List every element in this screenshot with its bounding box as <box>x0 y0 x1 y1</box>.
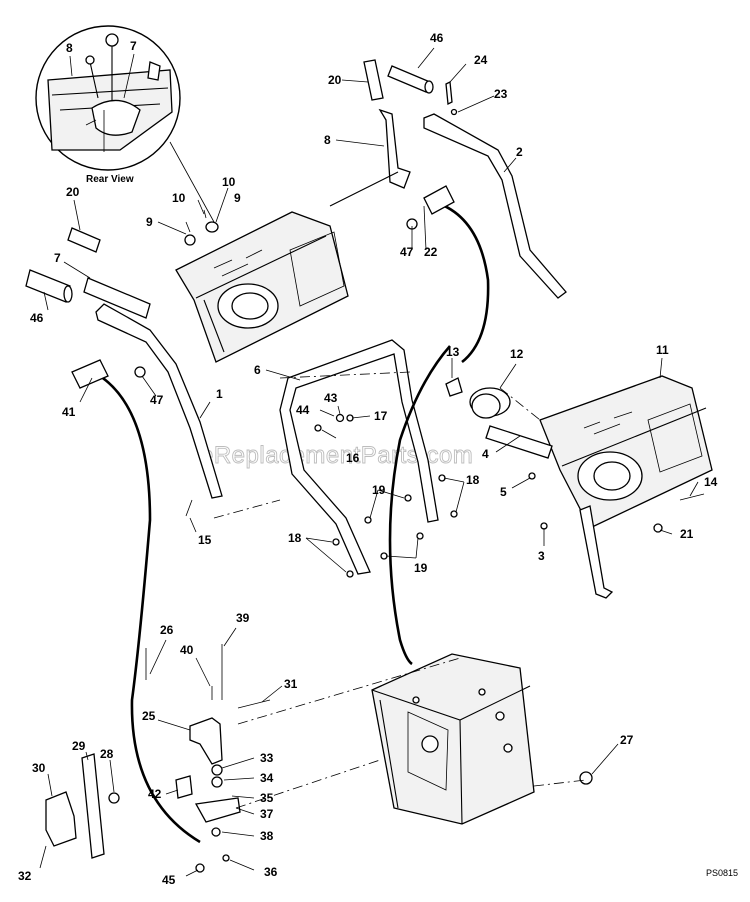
figure-code: PS0815 <box>706 868 738 878</box>
callout-8-inset: 8 <box>66 41 73 55</box>
callout-45: 45 <box>162 873 176 887</box>
callout-6: 6 <box>254 363 261 377</box>
callout-22: 22 <box>424 245 438 259</box>
callout-2: 2 <box>516 145 523 159</box>
callout-26: 26 <box>160 623 174 637</box>
callout-37: 37 <box>260 807 274 821</box>
callout-25: 25 <box>142 709 156 723</box>
callout-18-left: 18 <box>288 531 302 545</box>
callout-17: 17 <box>374 409 388 423</box>
callout-21: 21 <box>680 527 694 541</box>
callout-46-top: 46 <box>430 31 444 45</box>
main-handle <box>279 339 439 575</box>
callout-10-left: 10 <box>172 191 186 205</box>
lower-handle-right <box>579 505 614 599</box>
shift-bracket <box>329 108 411 207</box>
callout-11: 11 <box>656 343 669 357</box>
callout-46-left: 46 <box>30 311 44 325</box>
callout-35: 35 <box>260 791 274 805</box>
callout-8: 8 <box>324 133 331 147</box>
callout-30: 30 <box>32 761 46 775</box>
callout-12: 12 <box>510 347 524 361</box>
upper-handle-right <box>423 113 567 299</box>
linkage-parts <box>45 644 593 873</box>
callout-19-left: 19 <box>414 561 428 575</box>
callout-20-left: 20 <box>66 185 80 199</box>
callout-41: 41 <box>62 405 76 419</box>
callout-28: 28 <box>100 747 114 761</box>
callout-40: 40 <box>180 643 194 657</box>
callout-18-right: 18 <box>466 473 480 487</box>
callout-3: 3 <box>538 549 545 563</box>
assembly-leader-lines <box>213 371 587 809</box>
callout-27: 27 <box>620 733 634 747</box>
callout-44: 44 <box>296 403 310 417</box>
callout-13: 13 <box>446 345 460 359</box>
callout-4: 4 <box>482 447 489 461</box>
callout-33: 33 <box>260 751 274 765</box>
dash-panel-upper <box>175 211 349 363</box>
callout-9-right: 9 <box>234 191 241 205</box>
callout-39: 39 <box>236 611 250 625</box>
callout-labels: 20 46 24 23 8 2 20 10 10 9 9 7 47 22 46 … <box>18 31 718 887</box>
callout-19-right: 19 <box>372 483 386 497</box>
callout-36: 36 <box>264 865 278 879</box>
callout-7: 7 <box>54 251 61 265</box>
callout-10-right: 10 <box>222 175 236 189</box>
callout-15: 15 <box>198 533 212 547</box>
hardware-bolts <box>185 413 705 578</box>
watermark: eReplacementParts.com <box>200 442 473 469</box>
callout-47-right: 47 <box>400 245 414 259</box>
control-cables <box>71 185 490 844</box>
callout-31: 31 <box>284 677 298 691</box>
callout-23: 23 <box>494 87 508 101</box>
callout-7-inset: 7 <box>130 39 137 53</box>
callout-14: 14 <box>704 475 718 489</box>
callout-43: 43 <box>324 391 338 405</box>
callout-24: 24 <box>474 53 488 67</box>
callout-16: 16 <box>346 451 360 465</box>
inset-caption: Rear View <box>86 174 134 185</box>
callout-29: 29 <box>72 739 86 753</box>
callout-38: 38 <box>260 829 274 843</box>
grip-parts-upper <box>363 59 458 116</box>
callout-20-top: 20 <box>328 73 342 87</box>
callout-5: 5 <box>500 485 507 499</box>
headlight <box>445 377 511 419</box>
lower-handle-left <box>95 303 223 499</box>
callout-9-left: 9 <box>146 215 153 229</box>
callout-47-left: 47 <box>150 393 164 407</box>
callout-34: 34 <box>260 771 274 785</box>
chassis-frame <box>371 653 535 825</box>
dash-panel-right <box>485 375 713 529</box>
callout-42: 42 <box>148 787 162 801</box>
callout-1: 1 <box>216 387 223 401</box>
callout-32: 32 <box>18 869 32 883</box>
callout-leaders <box>39 47 699 877</box>
small-hardware-9-10 <box>184 209 219 246</box>
rear-view-inset: 8 7 Rear View <box>35 25 215 223</box>
grip-parts-left <box>25 227 151 319</box>
